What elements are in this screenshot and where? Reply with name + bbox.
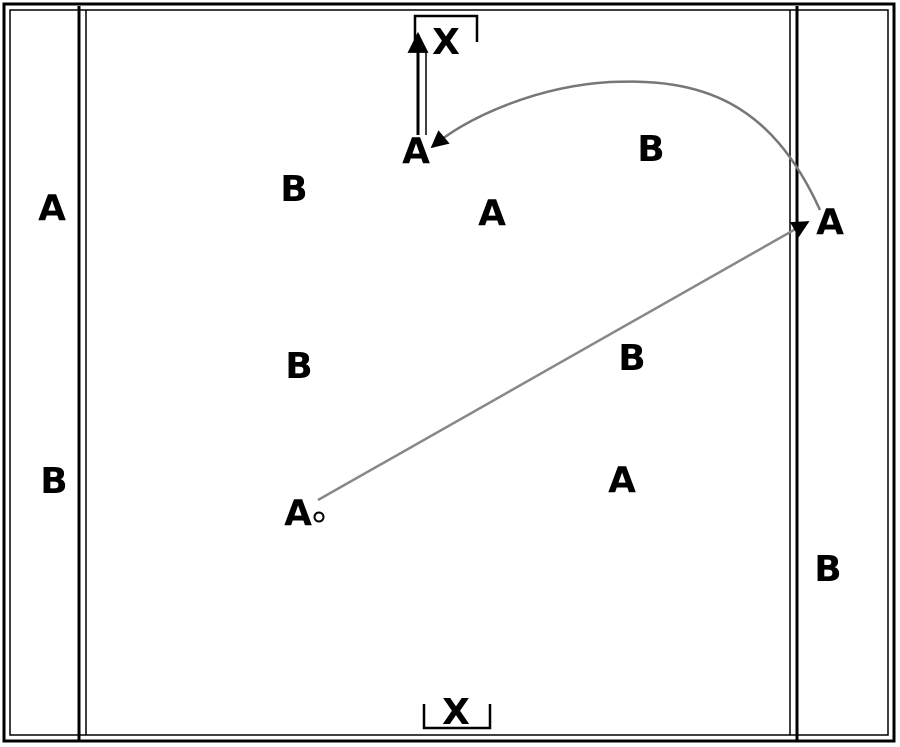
dribble-to-goal-line	[407, 31, 429, 135]
top-goal-label: X	[432, 22, 460, 63]
right-wing-divider	[789, 6, 799, 740]
curved-pass-line	[430, 80, 822, 211]
player-top-right-b: B	[637, 129, 664, 170]
top-goal-bracket	[413, 14, 479, 42]
long-pass-line	[317, 220, 810, 502]
player-right-wing-a: A	[816, 202, 844, 243]
player-mid-right-b: B	[618, 338, 645, 379]
player-mid-left-b: B	[285, 346, 312, 387]
player-left-wing-a: A	[38, 188, 66, 229]
player-top-left-b: B	[280, 169, 307, 210]
player-top-a: A	[402, 131, 430, 172]
bottom-goal-bracket	[422, 704, 492, 730]
player-start-a: A	[284, 493, 312, 534]
player-center-a: A	[478, 193, 506, 234]
player-lower-right-a: A	[608, 460, 636, 501]
left-wing-divider	[77, 6, 87, 740]
ball-icon	[313, 511, 325, 523]
player-right-wing-b: B	[814, 549, 841, 590]
player-left-wing-b: B	[40, 461, 67, 502]
bottom-goal-label: X	[442, 692, 470, 733]
